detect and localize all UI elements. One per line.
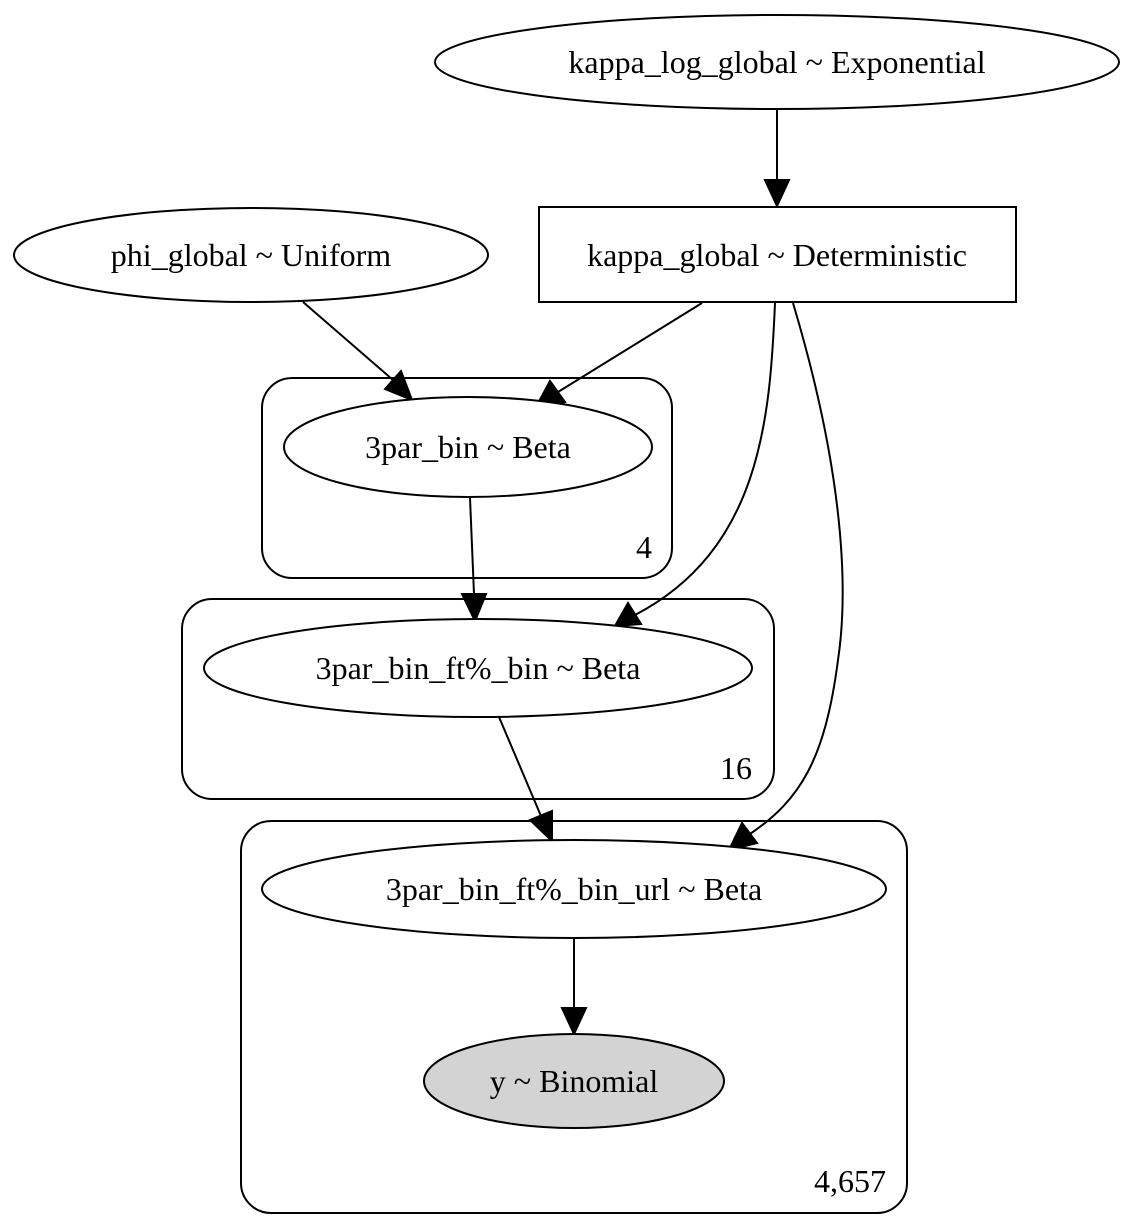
node-kappa-log-global-shape (434, 14, 1120, 110)
node-par-bin-ft-url: 3par_bin_ft%_bin_url ~ Beta (261, 839, 887, 939)
node-par-bin-ft-url-shape (261, 839, 887, 939)
node-y-shape (423, 1033, 725, 1129)
node-kappa-global-shape (538, 206, 1017, 303)
node-par-bin-ft-shape (203, 618, 753, 718)
edge-par-bin-ft-url-to-y (560, 938, 588, 1037)
plate-4657-box (240, 820, 908, 1214)
node-kappa-global-label: kappa_global ~ Deterministic (587, 237, 967, 273)
plate-4657: 4,657 (240, 820, 908, 1214)
edge-par-bin-ft-to-par-bin-ft-url (498, 716, 553, 844)
edge-par-bin-to-par-bin-ft (460, 497, 488, 624)
node-par-bin-shape (283, 396, 653, 498)
node-par-bin: 3par_bin ~ Beta (283, 396, 653, 498)
plate-4-label: 4 (636, 529, 652, 565)
plate-16-label: 16 (720, 750, 752, 786)
node-phi-global-label: phi_global ~ Uniform (111, 237, 392, 273)
node-y: y ~ Binomial (423, 1033, 725, 1129)
plate-4657-label: 4,657 (814, 1163, 886, 1199)
node-phi-global-shape (13, 207, 489, 303)
node-par-bin-ft-label: 3par_bin_ft%_bin ~ Beta (316, 650, 641, 686)
node-phi-global: phi_global ~ Uniform (13, 207, 489, 303)
edge-kappa-global-to-par-bin-ft (613, 302, 776, 628)
edge-kappa-global-to-par-bin-ft-url (727, 302, 844, 852)
node-par-bin-ft: 3par_bin_ft%_bin ~ Beta (203, 618, 753, 718)
plate-4-box (261, 377, 673, 579)
node-par-bin-label: 3par_bin ~ Beta (365, 429, 571, 465)
edges (302, 110, 844, 1037)
edge-phi-global-to-par-bin (302, 301, 414, 402)
node-y-label: y ~ Binomial (490, 1063, 659, 1099)
node-kappa-global: kappa_global ~ Deterministic (538, 206, 1017, 303)
node-kappa-log-global: kappa_log_global ~ Exponential (434, 14, 1120, 110)
node-kappa-log-global-label: kappa_log_global ~ Exponential (568, 44, 985, 80)
node-par-bin-ft-url-label: 3par_bin_ft%_bin_url ~ Beta (386, 871, 762, 907)
plate-4: 4 (261, 377, 673, 579)
edge-kappa-global-to-par-bin (534, 302, 703, 409)
edge-kappa-log-global-to-kappa-global (763, 110, 791, 209)
